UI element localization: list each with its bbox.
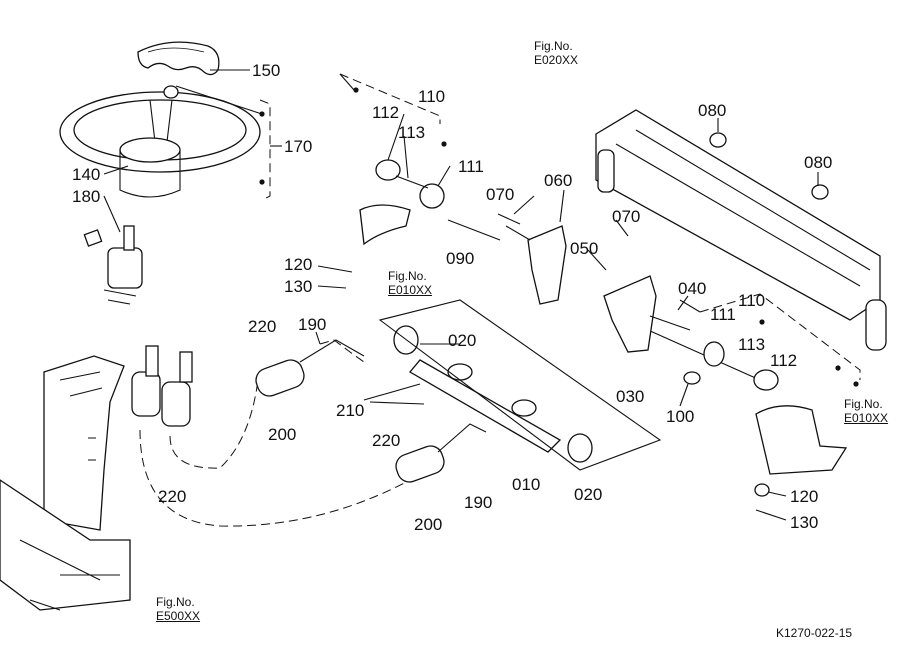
part-label-200-lower: 200 (414, 515, 443, 534)
figure-reference-prefix: Fig.No. (156, 595, 195, 609)
figure-reference-prefix: Fig.No. (534, 39, 573, 53)
front-axle-drawing (595, 109, 887, 351)
figure-reference-code: E010XX (388, 282, 433, 297)
part-label-112-right: 112 (770, 351, 798, 370)
part-label-120-right: 120 (790, 487, 819, 506)
part-label-200-upper: 200 (268, 425, 297, 444)
part-label-220-upper: 220 (248, 317, 277, 336)
part-label-210: 210 (336, 401, 365, 420)
part-label-010: 010 (512, 475, 541, 494)
part-label-111: 111 (458, 157, 484, 176)
part-label-170: 170 (284, 137, 313, 156)
part-label-080-lower: 080 (804, 153, 833, 172)
part-label-112: 112 (372, 103, 400, 122)
part-label-111-right: 111 (710, 305, 736, 324)
figure-reference-e020: Fig.No. E020XX (534, 39, 579, 68)
figure-reference-prefix: Fig.No. (844, 397, 883, 411)
figure-reference-e010-left: Fig.No. E010XX (388, 269, 433, 298)
part-label-190-lower: 190 (464, 493, 493, 512)
part-label-070-right: 070 (612, 207, 641, 226)
right-knuckle-drawing (754, 405, 848, 497)
part-label-030: 030 (616, 387, 645, 406)
part-label-100: 100 (666, 407, 695, 426)
part-label-070-upper: 070 (486, 185, 515, 204)
figure-reference-code: E500XX (156, 608, 201, 623)
part-label-220-lower: 220 (158, 487, 187, 506)
figure-reference-code: E010XX (844, 410, 889, 425)
steering-valve-drawing (83, 225, 143, 305)
part-label-080-upper: 080 (698, 101, 727, 120)
cylinder-drawing (378, 299, 662, 471)
part-label-130-left: 130 (284, 277, 313, 296)
part-label-020-lower: 020 (574, 485, 603, 504)
figure-reference-e500: Fig.No. E500XX (156, 595, 201, 624)
part-label-020-upper: 020 (448, 331, 477, 350)
frame-drawing (0, 355, 131, 611)
steering-wheel-drawing (59, 85, 261, 198)
left-tie-rod-drawing (339, 73, 521, 246)
steering-wheel-cap-drawing (137, 41, 220, 76)
part-label-130-right: 130 (790, 513, 819, 532)
figure-reference-e010-right: Fig.No. E010XX (844, 397, 889, 426)
part-label-113: 113 (398, 123, 426, 142)
hoses-drawing (131, 339, 487, 527)
figure-reference-prefix: Fig.No. (388, 269, 427, 283)
part-label-090: 090 (446, 249, 475, 268)
part-label-110: 110 (418, 87, 446, 106)
brackets-drawing (505, 225, 691, 353)
part-label-110-right: 110 (738, 291, 766, 310)
leader-dots (259, 87, 859, 387)
part-label-040: 040 (678, 279, 707, 298)
leader-lines (103, 69, 819, 521)
part-label-150: 150 (252, 61, 281, 80)
part-label-220-mid: 220 (372, 431, 401, 450)
part-label-120-left: 120 (284, 255, 313, 274)
part-label-050: 050 (570, 239, 599, 258)
figure-reference-code: E020XX (534, 52, 579, 67)
part-label-180: 180 (72, 187, 101, 206)
part-label-113-right: 113 (738, 335, 766, 354)
drawing-code: K1270-022-15 (776, 626, 853, 640)
part-label-190-upper: 190 (298, 315, 327, 334)
part-label-140: 140 (72, 165, 101, 184)
part-label-060: 060 (544, 171, 573, 190)
